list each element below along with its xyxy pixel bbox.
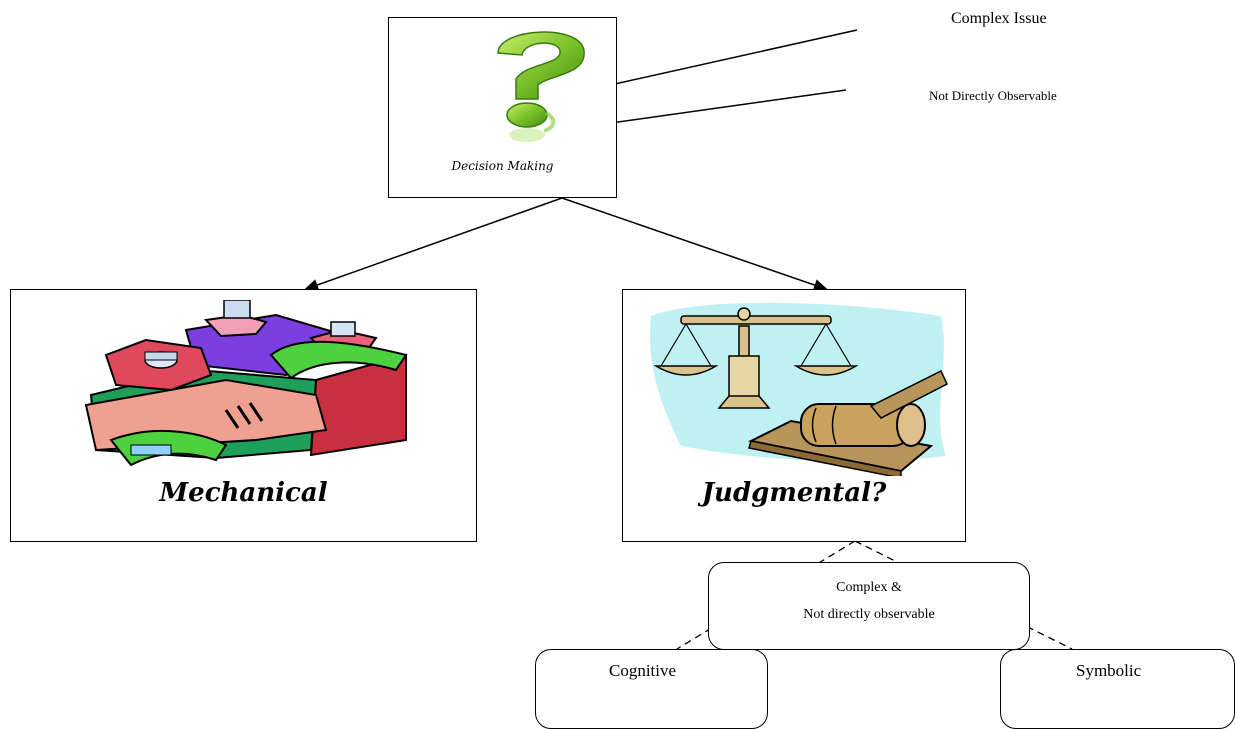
question-mark-icon — [497, 31, 585, 142]
callout-line-complex-issue — [587, 29, 858, 91]
callout-complex-issue: Complex Issue — [951, 10, 1047, 27]
cognitive-node: Cognitive — [535, 649, 768, 729]
symbolic-label: Symbolic — [1076, 661, 1142, 680]
judgmental-node: Judgmental? — [622, 289, 966, 542]
dashed-line-to-cognitive — [676, 540, 856, 650]
gears-hand-icon — [84, 300, 408, 467]
complex-not-observable-node: Complex & Not directly observable — [708, 562, 1030, 650]
mechanical-label: Mechanical — [159, 478, 328, 508]
arrow-to-mechanical — [304, 197, 563, 291]
arrow-to-judgmental — [561, 197, 828, 291]
decision-making-node: Decision Making — [388, 17, 617, 198]
callout-line-not-observable — [574, 89, 847, 129]
mechanical-node: Mechanical — [10, 289, 477, 542]
callout-not-directly-observable: Not Directly Observable — [929, 88, 1057, 103]
decision-making-label: Decision Making — [451, 159, 554, 173]
judgmental-label: Judgmental? — [701, 478, 887, 508]
scales-of-justice-icon — [650, 302, 948, 476]
complex-node-line2: Not directly observable — [803, 607, 935, 622]
symbolic-node: Symbolic — [1000, 649, 1235, 729]
cognitive-label: Cognitive — [609, 661, 677, 680]
complex-node-line1: Complex & — [836, 580, 902, 595]
